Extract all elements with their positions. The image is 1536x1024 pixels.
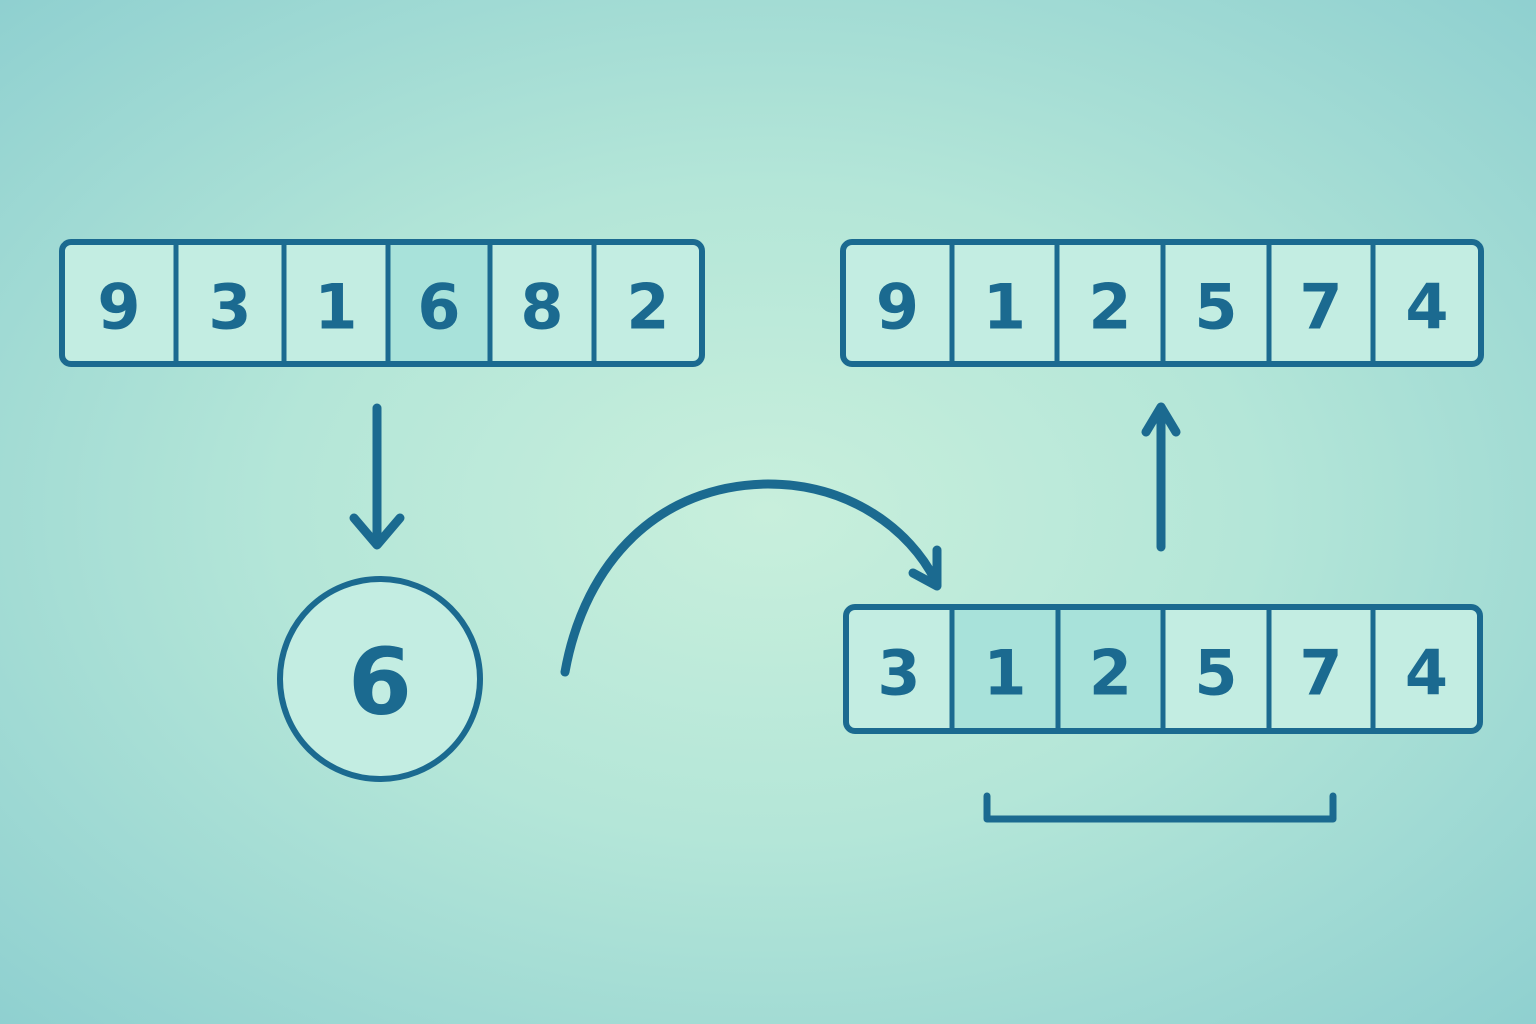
array-cell — [62, 242, 176, 364]
array-cell-value: 1 — [983, 637, 1026, 710]
array-frame — [840, 239, 1484, 367]
array-cell-value: 3 — [877, 637, 920, 710]
array-cell — [594, 242, 702, 364]
arrow-down-icon — [349, 403, 405, 550]
array-cell — [1373, 242, 1481, 364]
array-cell-value: 9 — [97, 271, 140, 344]
array-cell — [952, 607, 1058, 731]
array-cell — [1269, 242, 1373, 364]
array-cell-value: 3 — [208, 271, 251, 344]
array-cell-value: 2 — [1089, 637, 1132, 710]
array-cell-value: 5 — [1194, 271, 1237, 344]
array-cell — [284, 242, 388, 364]
array-cell — [843, 242, 952, 364]
array-cell-value: 7 — [1299, 271, 1342, 344]
array-cell — [1058, 607, 1163, 731]
array-cell — [176, 242, 284, 364]
array-frame — [59, 239, 705, 367]
array-cell-value: 9 — [876, 271, 919, 344]
array-cell — [846, 607, 952, 731]
array-cell — [1057, 242, 1163, 364]
array-cell-value: 2 — [626, 271, 669, 344]
pivot-value: 6 — [348, 629, 412, 736]
array-cell — [1373, 607, 1480, 731]
array-cell — [952, 242, 1057, 364]
array-cell-value: 4 — [1405, 637, 1448, 710]
array-cell — [1163, 242, 1269, 364]
array-cell-value: 7 — [1299, 637, 1342, 710]
array-cell-value: 8 — [520, 271, 563, 344]
array-cell — [490, 242, 594, 364]
array-cell-value: 4 — [1405, 271, 1448, 344]
array-cell — [388, 242, 490, 364]
array-cell-value: 1 — [983, 271, 1026, 344]
bracket-icon — [983, 792, 1337, 823]
array-frame — [843, 604, 1483, 734]
array-cell-value: 5 — [1194, 637, 1237, 710]
array-cell-value: 6 — [417, 271, 460, 344]
curved-arrow-icon — [560, 479, 942, 677]
arrow-up-icon — [1141, 402, 1181, 552]
array-cell-value: 1 — [314, 271, 357, 344]
pivot-circle: 6 — [277, 576, 483, 782]
array-cell — [1269, 607, 1373, 731]
array-cell — [1163, 607, 1269, 731]
array-cell-value: 2 — [1088, 271, 1131, 344]
